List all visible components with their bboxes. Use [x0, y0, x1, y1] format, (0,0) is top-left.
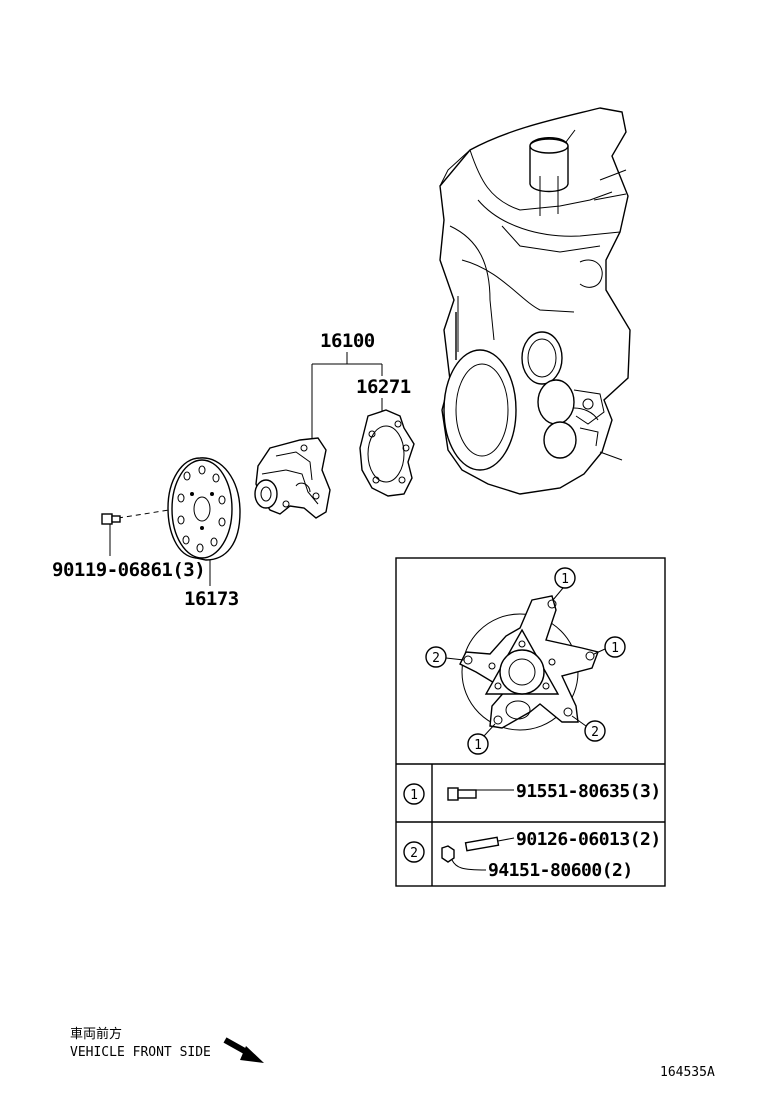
callout-1-top: 1	[554, 567, 576, 589]
legend-part-2b: 94151-80600(2)	[488, 860, 633, 881]
callout-2-left: 2	[425, 646, 447, 668]
callout-1-bottom: 1	[467, 733, 489, 755]
figure-id: 164535A	[660, 1065, 715, 1080]
part-number-pulley-bolt: 90119-06861(3)	[52, 559, 205, 581]
svg-text:1: 1	[410, 788, 418, 803]
part-number-gasket: 16271	[356, 376, 411, 398]
pulley-bolt-illustration	[101, 513, 121, 525]
svg-text:1: 1	[611, 641, 619, 656]
pump-rear-view	[445, 587, 606, 737]
leader-lines	[109, 352, 383, 586]
direction-arrow-icon	[223, 1037, 264, 1063]
svg-text:2: 2	[591, 725, 599, 740]
callout-2-bottom: 2	[584, 720, 606, 742]
gasket-illustration	[359, 409, 415, 497]
legend-row-2: 2 90126-06013(2) 94151-80600(2)	[403, 829, 661, 881]
pulley-illustration	[167, 457, 241, 561]
svg-text:2: 2	[432, 651, 440, 666]
legend-row-1: 1 91551-80635(3)	[403, 781, 661, 805]
svg-text:2: 2	[410, 846, 418, 861]
detail-box: 1 2 1 1 2 1 91551-80635(3)	[395, 557, 666, 887]
legend-part-1: 91551-80635(3)	[516, 781, 661, 802]
callout-1-right: 1	[604, 636, 626, 658]
direction-label: VEHICLE FRONT SIDE	[70, 1045, 211, 1060]
part-number-pulley: 16173	[184, 588, 239, 610]
part-number-assembly: 16100	[320, 330, 375, 352]
water-pump-illustration	[254, 437, 331, 519]
svg-text:1: 1	[561, 572, 569, 587]
engine-block-illustration	[439, 107, 631, 495]
svg-text:1: 1	[474, 738, 482, 753]
legend-part-2a: 90126-06013(2)	[516, 829, 661, 850]
direction-label-japanese: 車両前方	[70, 1026, 122, 1042]
